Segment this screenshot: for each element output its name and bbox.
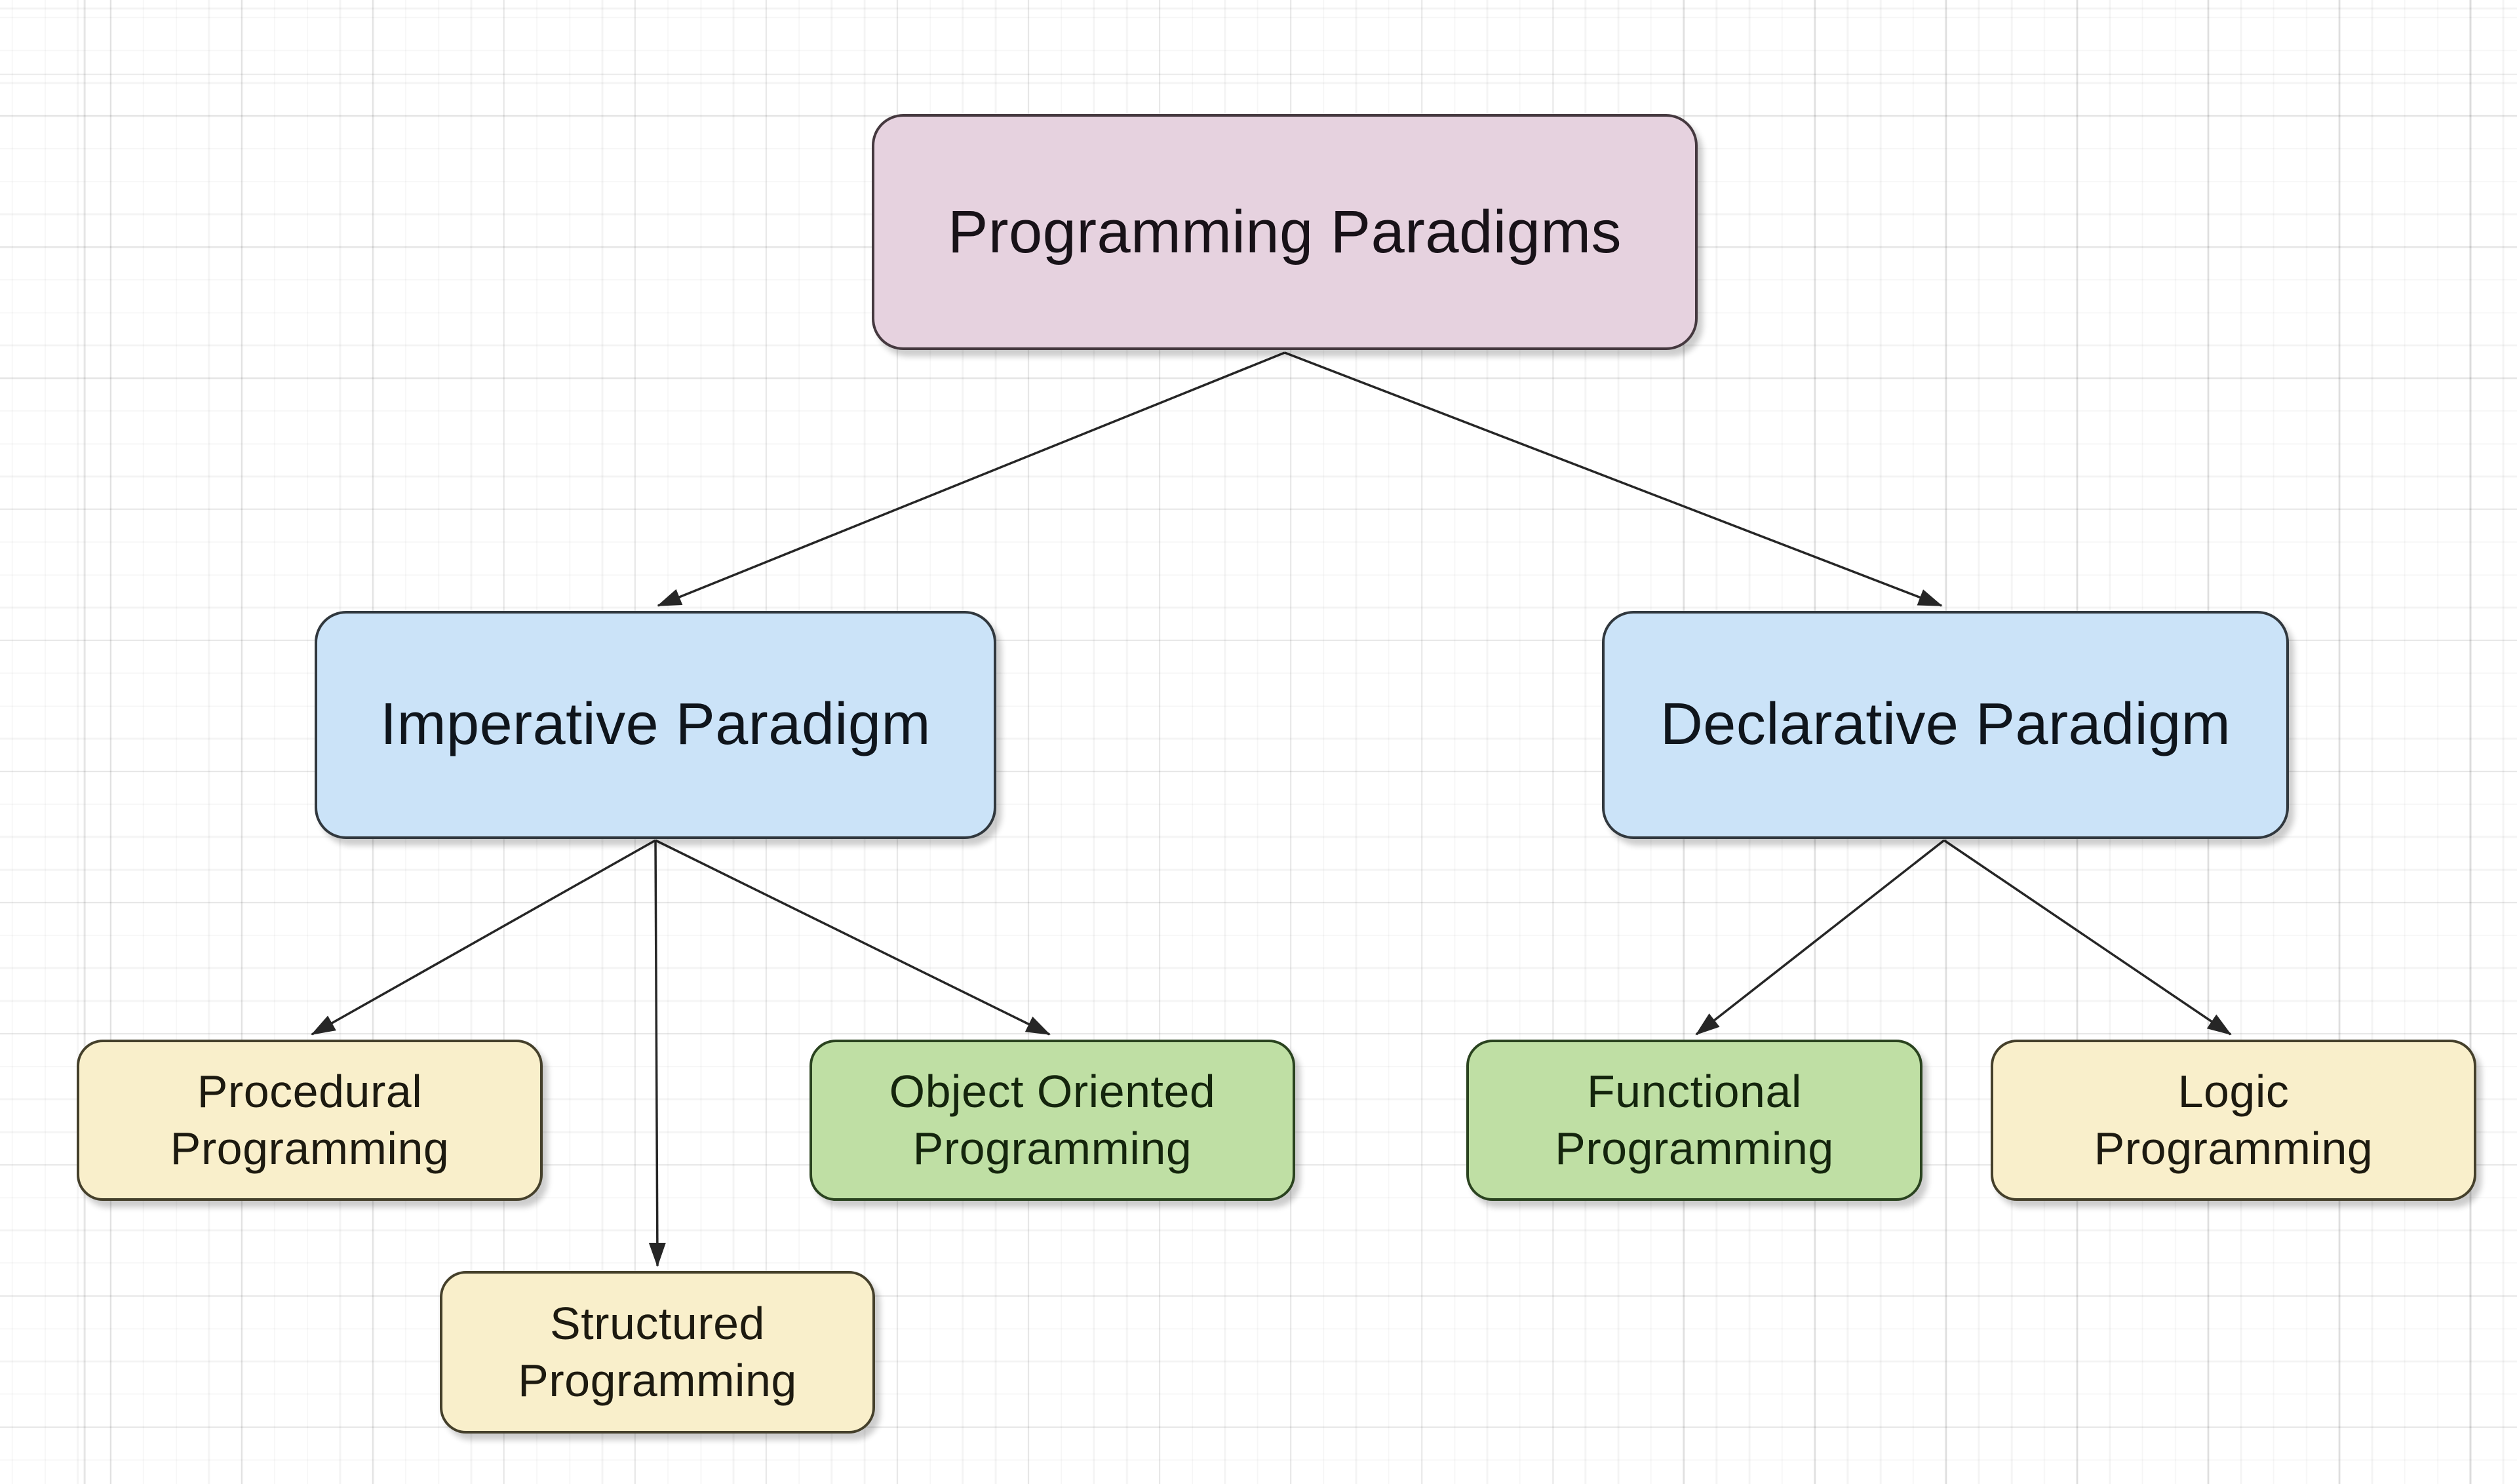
node-imperative-paradigm: Imperative Paradigm bbox=[315, 611, 996, 839]
edge-programming-paradigms-to-declarative-paradigm bbox=[1284, 351, 1943, 607]
node-procedural-programming: Procedural Programming bbox=[77, 1040, 543, 1201]
node-label-logic-programming: Logic Programming bbox=[2094, 1066, 2373, 1174]
edge-declarative-paradigm-to-functional-programming bbox=[1695, 839, 1945, 1036]
node-label-procedural-programming: Procedural Programming bbox=[170, 1066, 450, 1174]
node-object-oriented-programming: Object Oriented Programming bbox=[810, 1040, 1295, 1201]
node-structured-programming: Structured Programming bbox=[440, 1271, 875, 1434]
node-programming-paradigms: Programming Paradigms bbox=[872, 114, 1698, 350]
node-functional-programming: Functional Programming bbox=[1466, 1040, 1922, 1201]
edge-imperative-paradigm-to-structured-programming bbox=[648, 840, 666, 1267]
edge-declarative-paradigm-to-logic-programming bbox=[1943, 839, 2232, 1036]
edge-programming-paradigms-to-imperative-paradigm bbox=[657, 351, 1285, 607]
node-label-declarative-paradigm: Declarative Paradigm bbox=[1660, 692, 2231, 758]
node-logic-programming: Logic Programming bbox=[1991, 1040, 2476, 1201]
node-label-structured-programming: Structured Programming bbox=[518, 1298, 797, 1406]
node-label-programming-paradigms: Programming Paradigms bbox=[948, 198, 1622, 265]
edge-imperative-paradigm-to-procedural-programming bbox=[311, 839, 656, 1036]
node-label-functional-programming: Functional Programming bbox=[1555, 1066, 1834, 1174]
node-label-imperative-paradigm: Imperative Paradigm bbox=[380, 692, 931, 758]
edge-imperative-paradigm-to-object-oriented-programming bbox=[655, 839, 1051, 1036]
node-label-object-oriented-programming: Object Oriented Programming bbox=[889, 1066, 1216, 1174]
node-declarative-paradigm: Declarative Paradigm bbox=[1602, 611, 2289, 839]
